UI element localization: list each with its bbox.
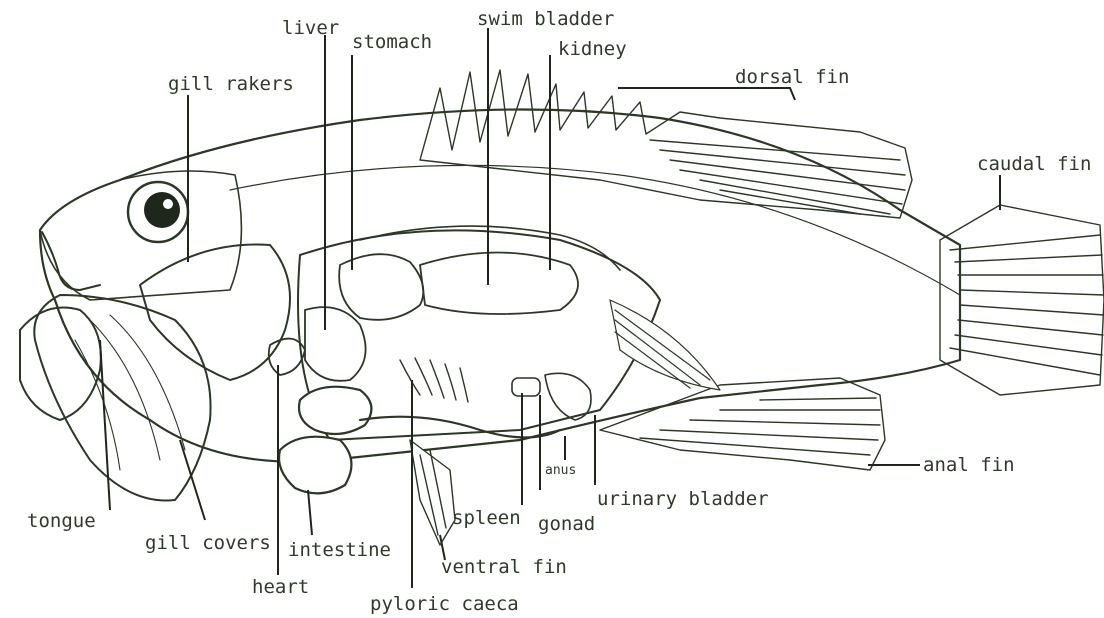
label-spleen: spleen [452,507,521,529]
caudal-fin-shape [940,205,1104,395]
label-dorsal-fin: dorsal fin [735,66,849,88]
label-swim-bladder: swim bladder [477,8,614,30]
liver-shape [305,307,366,381]
ventral-fin-shape [410,440,455,545]
label-kidney: kidney [558,38,627,60]
label-caudal-fin: caudal fin [977,153,1091,175]
gill-covers-shape [34,295,210,501]
eye [128,182,188,242]
label-stomach: stomach [352,31,432,53]
label-heart: heart [252,576,309,598]
label-gill-covers: gill covers [145,532,271,554]
gills [140,245,290,381]
label-gonad: gonad [538,513,595,535]
label-anal-fin: anal fin [923,454,1015,476]
label-intestine: intestine [288,539,391,561]
label-pyloric-caeca: pyloric caeca [370,593,519,615]
anal-fin-shape [600,378,885,470]
pyloric-caeca-shape [400,358,468,402]
label-urinary-bladder: urinary bladder [597,488,769,510]
labels: liver stomach swim bladder kidney dorsal… [27,8,1091,615]
spleen-shape [512,378,540,396]
label-ventral-fin: ventral fin [441,556,567,578]
pectoral-fin-shape [610,300,720,390]
label-anus: anus [545,463,576,478]
swim-bladder-shape [420,253,578,315]
tongue-shape [20,308,101,421]
label-tongue: tongue [27,510,96,532]
label-gill-rakers: gill rakers [168,73,294,95]
leader-lines [100,28,1000,588]
dorsal-fin-shape [420,70,912,218]
label-liver: liver [282,17,339,39]
